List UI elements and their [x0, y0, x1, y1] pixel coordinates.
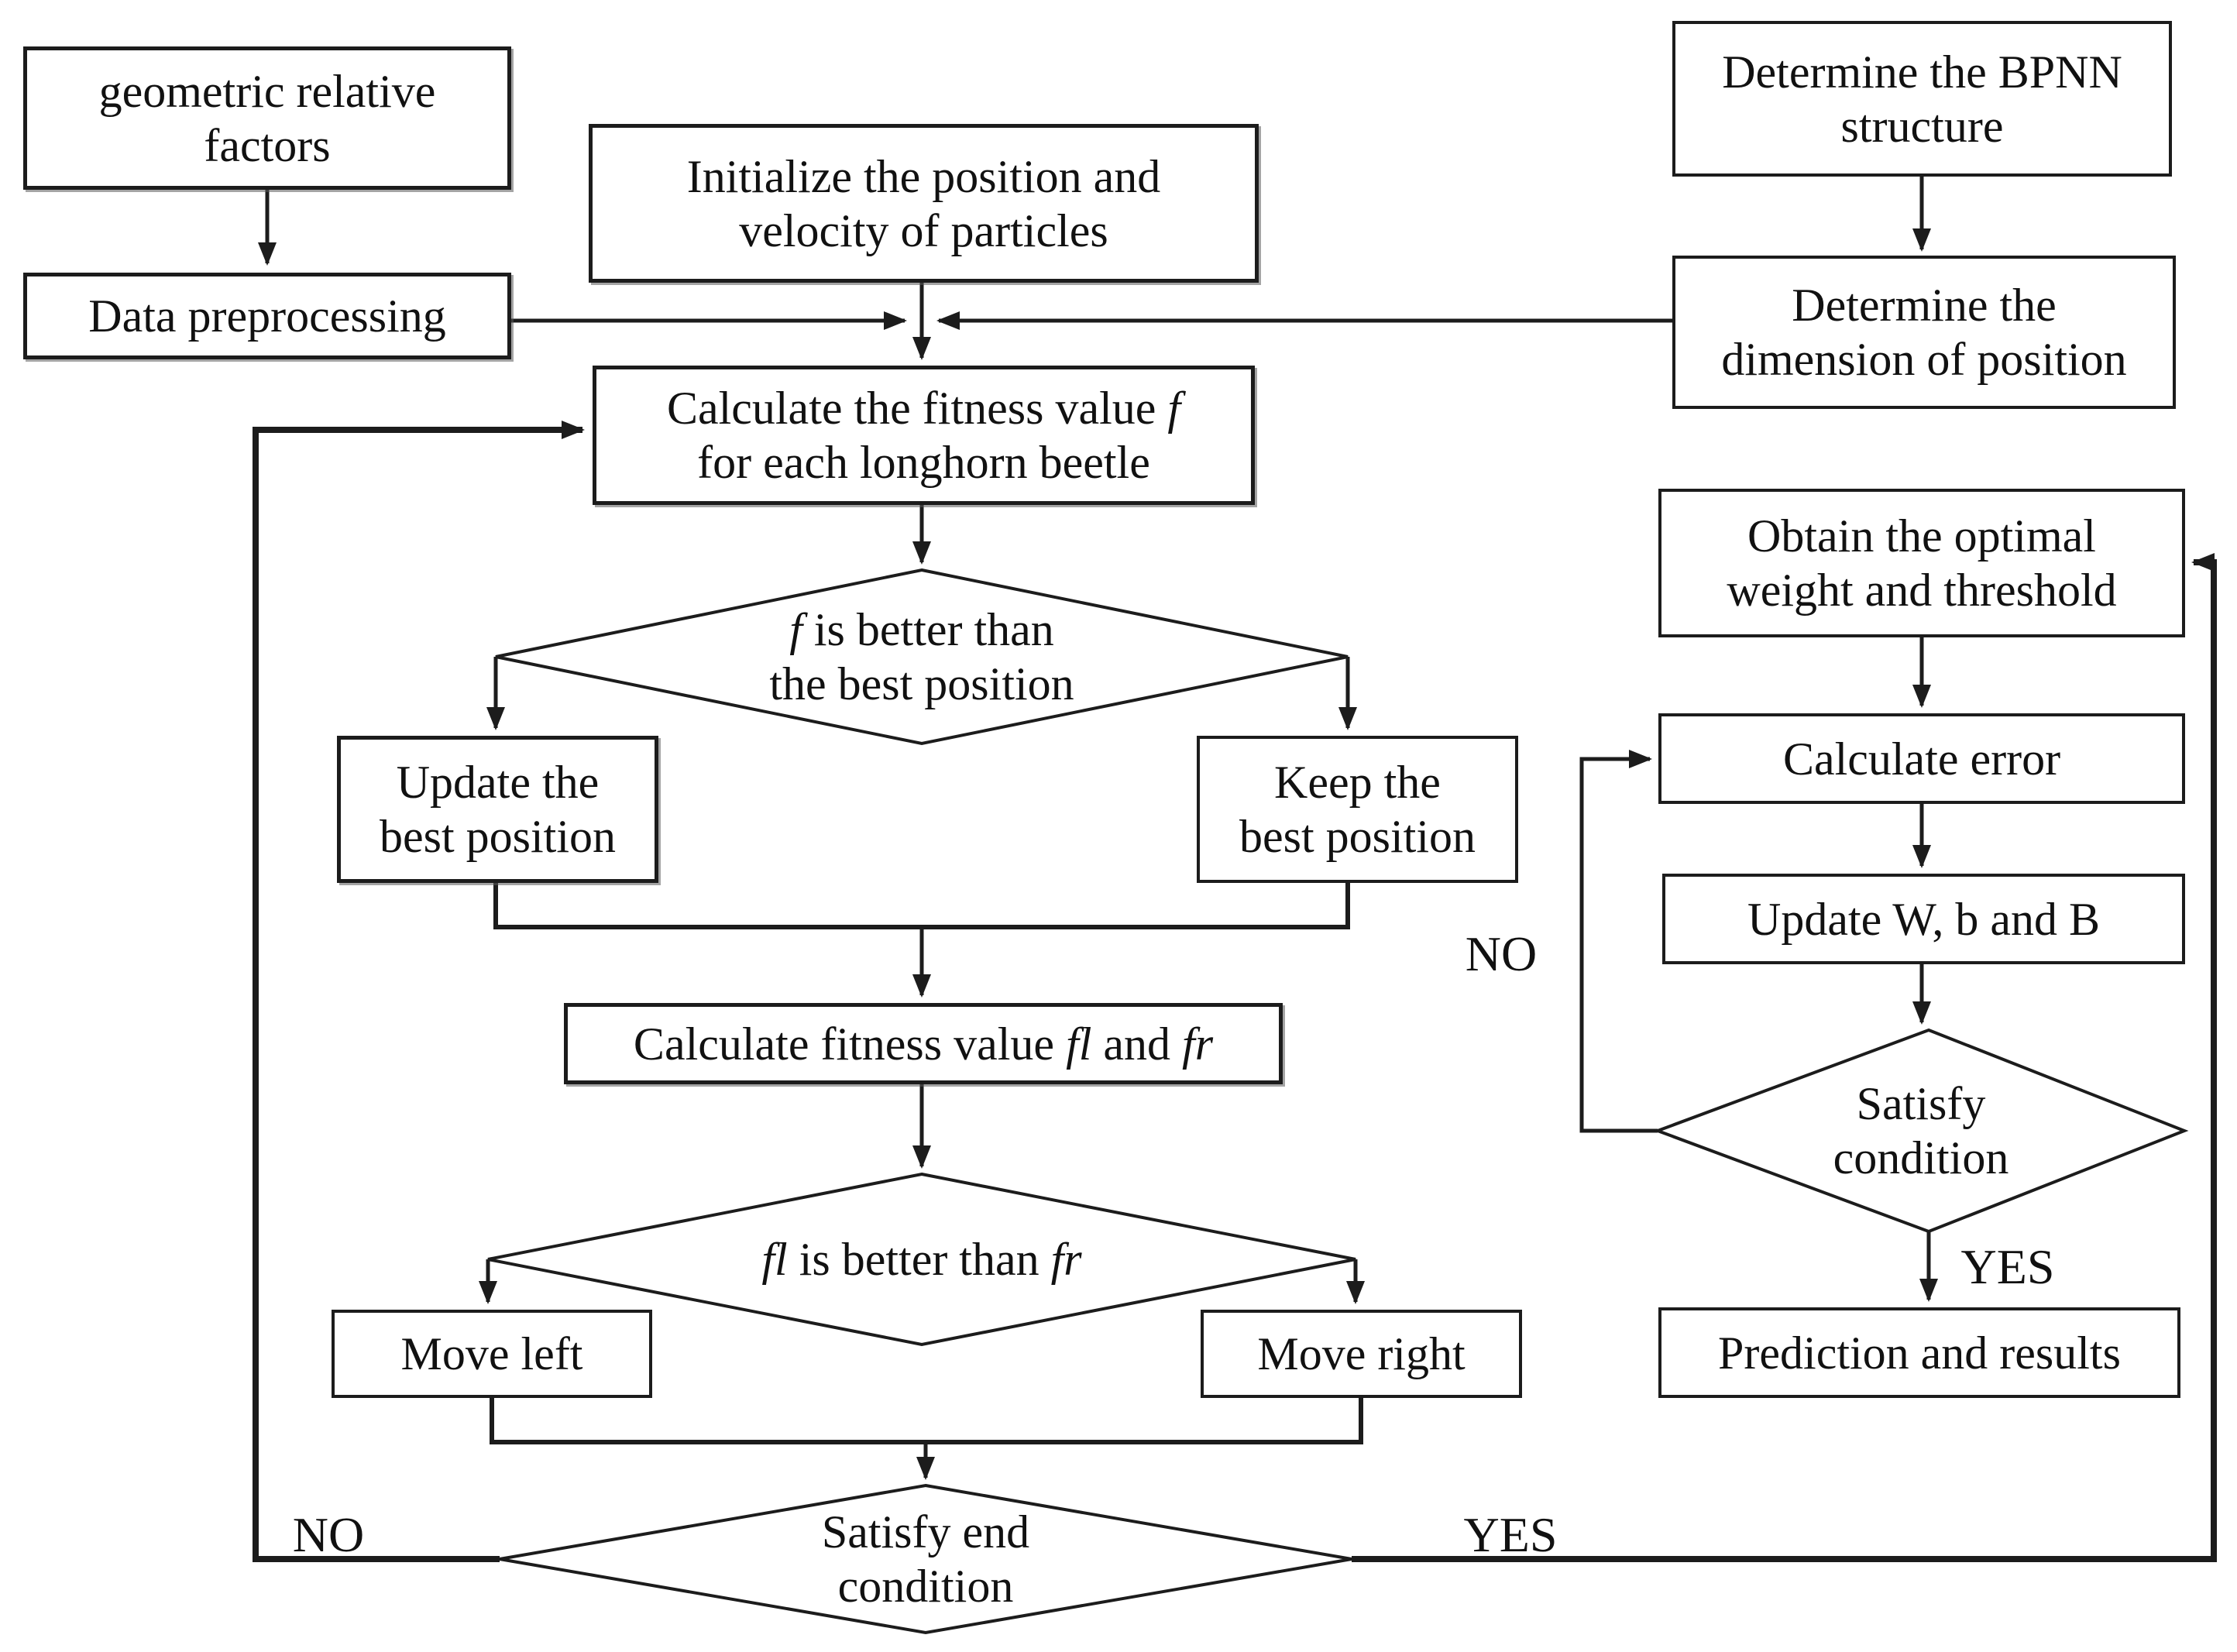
node-label: best position	[379, 811, 616, 862]
node-calculate-error: Calculate error	[1658, 713, 2185, 804]
node-calculate-fitness-f: Calculate the fitness value f for each l…	[593, 366, 1255, 505]
edge-join-update-keep	[493, 883, 1350, 929]
node-label: Determine the BPNN	[1722, 46, 2122, 98]
node-keep-best-position: Keep the best position	[1197, 736, 1518, 883]
node-label: fl is better than fr	[761, 1234, 1082, 1285]
node-label: Calculate fitness value fl and fr	[633, 1018, 1214, 1070]
node-label: dimension of position	[1721, 334, 2127, 385]
node-move-left: Move left	[332, 1310, 652, 1398]
italic-fl: fl	[761, 1234, 788, 1285]
italic-f: f	[789, 604, 802, 655]
node-label: Satisfy end	[821, 1506, 1030, 1558]
edge-join-moveleft-moveright	[490, 1398, 1363, 1444]
node-label: Keep the	[1274, 757, 1441, 808]
node-determine-bpnn-structure: Determine the BPNN structure	[1672, 21, 2172, 177]
diamond-satisfy-condition-text: Satisfy condition	[1658, 1030, 2184, 1231]
node-calculate-fl-fr: Calculate fitness value fl and fr	[564, 1003, 1283, 1084]
node-geometric-relative-factors: geometric relative factors	[23, 46, 511, 190]
italic-fr: fr	[1050, 1234, 1082, 1285]
node-label: for each longhorn beetle	[697, 437, 1150, 488]
node-move-right: Move right	[1201, 1310, 1522, 1398]
node-label: Move right	[1257, 1328, 1466, 1379]
node-initialize-particles: Initialize the position and velocity of …	[589, 124, 1259, 283]
node-label: best position	[1239, 811, 1476, 862]
node-label: velocity of particles	[739, 204, 1108, 256]
italic-fr: fr	[1182, 1018, 1214, 1070]
node-data-preprocessing: Data preprocessing	[23, 273, 511, 359]
italic-fl: fl	[1066, 1018, 1092, 1070]
node-prediction-results: Prediction and results	[1658, 1307, 2180, 1398]
edge-diamond4-no-loop	[1579, 750, 1658, 1133]
diamond-fl-fr-text: fl is better than fr	[488, 1174, 1356, 1345]
node-label: f is better than	[789, 604, 1054, 655]
label-no-left: NO	[292, 1507, 365, 1562]
node-label: Prediction and results	[1718, 1327, 2121, 1379]
node-label: Obtain the optimal	[1747, 510, 2096, 562]
node-update-best-position: Update the best position	[337, 736, 658, 883]
node-label: Move left	[400, 1328, 583, 1379]
node-obtain-optimal-weight: Obtain the optimal weight and threshold	[1658, 489, 2185, 637]
node-label: Initialize the position and	[686, 150, 1161, 202]
label-yes-inner: YES	[1960, 1239, 2055, 1294]
diamond-satisfy-condition-shape	[1653, 1028, 2189, 1234]
diamond-fl-fr-shape	[487, 1172, 1356, 1347]
node-label: Update the	[396, 757, 600, 808]
node-label: Update W, b and B	[1747, 893, 2100, 945]
italic-f: f	[1167, 383, 1181, 434]
edge-no-loop-left	[253, 421, 585, 1562]
node-label: geometric relative	[98, 65, 436, 117]
node-determine-dimension: Determine the dimension of position	[1672, 256, 2176, 409]
diamond-end-condition-text: Satisfy end condition	[500, 1485, 1352, 1633]
node-label: Calculate error	[1782, 733, 2061, 785]
label-no-inner: NO	[1465, 926, 1538, 981]
node-label: the best position	[769, 658, 1074, 709]
node-update-w-b-b: Update W, b and B	[1662, 874, 2185, 964]
diamond-end-condition-shape	[499, 1483, 1352, 1635]
node-label: Calculate the fitness value f	[666, 383, 1181, 434]
node-label: Satisfy	[1856, 1078, 1986, 1129]
node-label: condition	[1833, 1132, 2009, 1183]
node-label: Data preprocessing	[88, 290, 446, 342]
label-yes-right: YES	[1463, 1507, 1558, 1562]
node-label: structure	[1840, 100, 2004, 152]
node-label: condition	[837, 1561, 1014, 1612]
node-label: Determine the	[1792, 280, 2057, 331]
node-label: factors	[204, 119, 331, 171]
node-label: weight and threshold	[1727, 565, 2117, 616]
diamond-f-better-text: f is better than the best position	[496, 570, 1348, 744]
edge-yes-loop-right	[1352, 553, 2217, 1562]
diamond-f-better-shape	[495, 568, 1349, 746]
